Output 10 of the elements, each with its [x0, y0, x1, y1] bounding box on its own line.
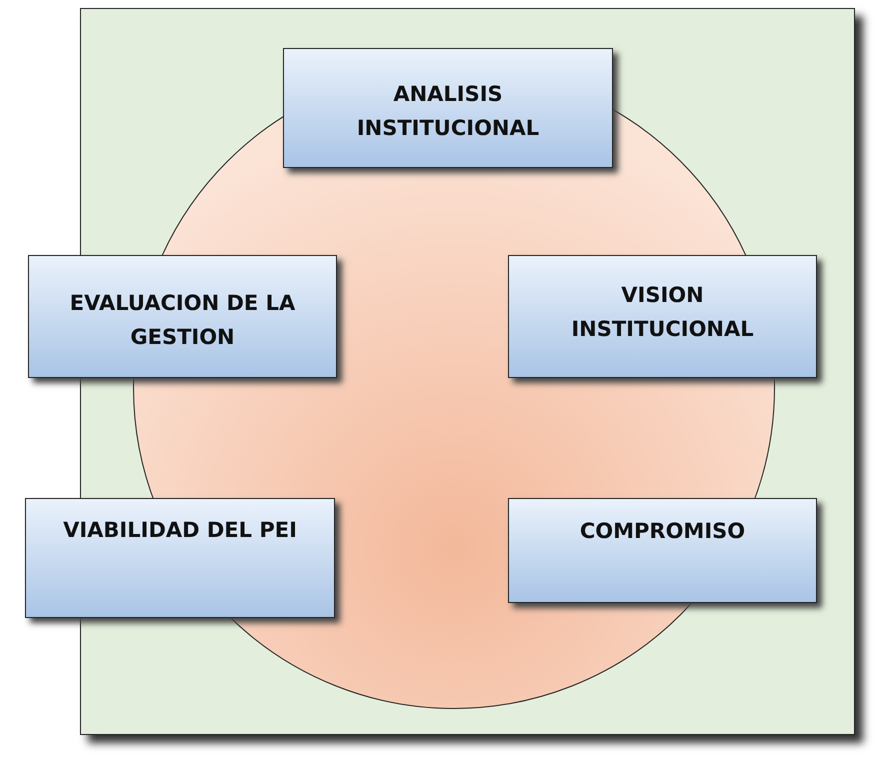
process-box [25, 498, 335, 618]
box-label: VISION INSTITUCIONAL [570, 282, 755, 343]
process-box [508, 498, 817, 603]
process-box [28, 255, 337, 378]
process-box [508, 255, 817, 378]
box-label: EVALUACION DE LA GESTION [68, 290, 296, 351]
box-label: VIABILIDAD DEL PEI [63, 517, 297, 544]
box-label: ANALISIS INSTITUCIONAL [356, 81, 540, 142]
box-label: COMPROMISO [580, 518, 746, 545]
process-box [283, 48, 613, 168]
